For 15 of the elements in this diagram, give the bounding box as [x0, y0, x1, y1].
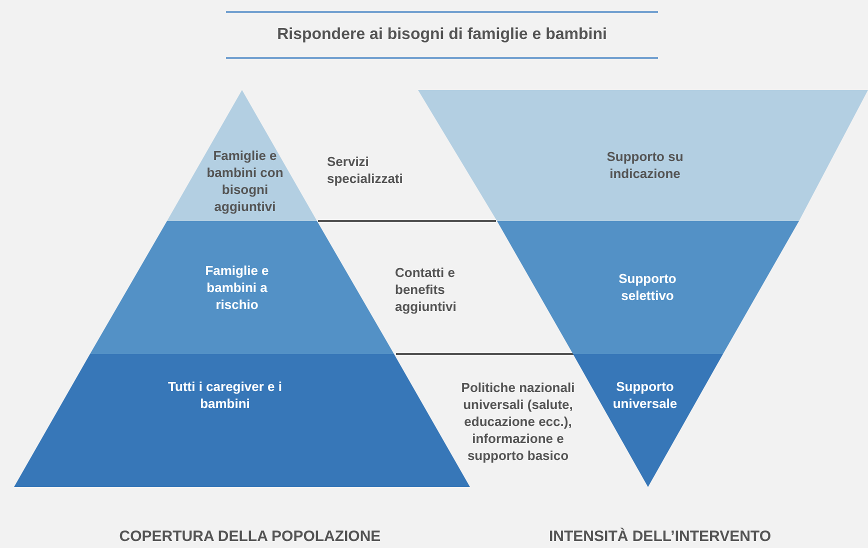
- tier-label: Supporto selettivo: [618, 270, 678, 304]
- tier-label: Famiglie e bambini a rischio: [204, 262, 270, 313]
- level-description: Politiche nazionali universali (salute, educazione ecc.), informazione e supporto basico: [460, 379, 576, 464]
- level-description: Contatti e benefits aggiuntivi: [395, 264, 458, 315]
- axis-caption: INTENSITÀ DELL’INTERVENTO: [548, 528, 772, 545]
- tier-label: Supporto su indicazione: [606, 148, 684, 182]
- axis-caption: COPERTURA DELLA POPOLAZIONE: [118, 528, 382, 545]
- inverted-pyramid-tier: [418, 90, 868, 221]
- level-description: Servizi specializzati: [327, 153, 404, 187]
- tier-label: Famiglie e bambini con bisogni aggiuntivi: [206, 147, 284, 215]
- tier-label: Supporto universale: [612, 378, 678, 412]
- pyramid-tier: [90, 221, 394, 354]
- title: Rispondere ai bisogni di famiglie e bambini: [276, 25, 608, 45]
- inverted-pyramid-tier: [497, 221, 799, 354]
- tier-label: Tutti i caregiver e i bambini: [167, 378, 283, 412]
